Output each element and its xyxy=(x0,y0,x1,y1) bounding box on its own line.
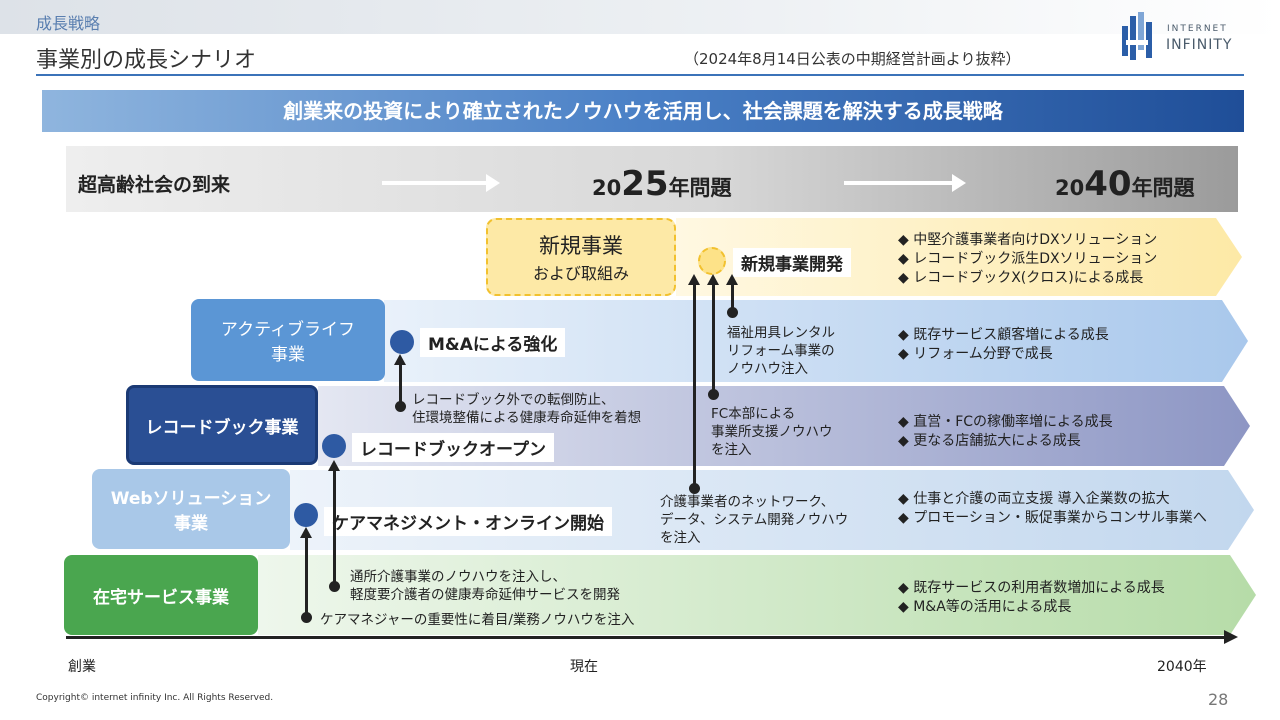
record-book-callout: レコードブックオープン xyxy=(352,433,554,462)
new-biz-bullets: ◆ 中堅介護事業者向けDXソリューション ◆ レコードブック派生DXソリューショ… xyxy=(898,232,1158,286)
header-band xyxy=(0,0,1280,34)
new-biz-callout: 新規事業開発 xyxy=(733,248,851,277)
axis-end-label: 2040年 xyxy=(1157,659,1207,675)
axis-start-label: 創業 xyxy=(68,659,96,675)
web-box: Webソリューション 事業 xyxy=(92,469,290,549)
arrow-web-to-newbiz-icon xyxy=(688,274,700,494)
logo-text-internet: INTERNET xyxy=(1167,24,1228,34)
record-book-note: レコードブック外での転倒防止、 住環境整備による健康寿命延伸を着想 xyxy=(412,392,642,426)
arrow-day-to-recordbook-icon xyxy=(328,460,340,592)
active-life-bullets: ◆ 既存サービス顧客増による成長 ◆ リフォーム分野で成長 xyxy=(898,327,1109,362)
time-axis xyxy=(66,630,1238,644)
arrow-cm-to-web-icon xyxy=(300,527,312,623)
web-callout: ケアマネジメント・オンライン開始 xyxy=(324,507,612,536)
web-note: 介護事業者のネットワーク、 データ、システム開発ノウハウ を注入 xyxy=(660,494,849,546)
active-life-dot-icon xyxy=(390,330,414,354)
company-logo-icon xyxy=(1122,12,1152,60)
record-book-dot-icon xyxy=(322,434,346,458)
home-note-cm: ケアマネジャーの重要性に着目/業務ノウハウを注入 xyxy=(320,612,635,628)
home-bullets: ◆ 既存サービスの利用者数増加による成長 ◆ M&A等の活用による成長 xyxy=(898,580,1165,615)
fc-support-note: FC本部による 事業所支援ノウハウ を注入 xyxy=(711,406,833,458)
record-book-box: レコードブック事業 xyxy=(126,385,318,465)
arrow-fc-to-newbiz-icon xyxy=(707,274,719,400)
band-arrow-1-icon xyxy=(382,174,500,192)
record-book-bullets: ◆ 直営・FCの稼働率増による成長 ◆ 更なる店舗拡大による成長 xyxy=(898,414,1113,449)
new-biz-dot-icon xyxy=(698,247,726,275)
timeline-band xyxy=(66,146,1238,212)
logo-text-infinity: INFINITY xyxy=(1166,37,1233,53)
active-life-box: アクティブライフ 事業 xyxy=(191,299,385,381)
page-subtitle: （2024年8月14日公表の中期経営計画より抜粋） xyxy=(684,50,1021,68)
web-bullets: ◆ 仕事と介護の両立支援 導入企業数の拡大 ◆ プロモーション・販促事業からコン… xyxy=(898,491,1207,526)
home-note-day: 通所介護事業のノウハウを注入し、 軽度要介護者の健康寿命延伸サービスを開発 xyxy=(350,569,620,603)
home-lane xyxy=(258,555,1256,635)
section-label: 成長戦略 xyxy=(36,14,101,33)
active-life-note: 福祉用具レンタル リフォーム事業の ノウハウ注入 xyxy=(727,325,835,377)
arrow-recordbook-to-activelife-icon xyxy=(394,354,406,412)
strategy-banner: 創業来の投資により確立されたノウハウを活用し、社会課題を解決する成長戦略 xyxy=(42,90,1244,132)
arrow-activelife-to-newbiz-icon xyxy=(726,274,738,318)
axis-now-label: 現在 xyxy=(570,659,598,675)
band-arrow-2-icon xyxy=(844,174,966,192)
web-dot-icon xyxy=(294,503,318,527)
active-life-callout: M&Aによる強化 xyxy=(420,328,566,357)
year-2040-problem: 2040年問題 xyxy=(1055,164,1195,204)
page-number: 28 xyxy=(1208,690,1229,709)
year-2025-problem: 2025年問題 xyxy=(592,164,732,204)
aging-society-label: 超高齢社会の到来 xyxy=(78,174,231,196)
home-service-box: 在宅サービス事業 xyxy=(64,555,258,635)
header-divider xyxy=(36,74,1244,76)
new-biz-box: 新規事業 および取組み xyxy=(486,218,676,296)
page-title: 事業別の成長シナリオ xyxy=(36,48,257,73)
copyright: Copyright© internet infinity Inc. All Ri… xyxy=(36,693,274,703)
